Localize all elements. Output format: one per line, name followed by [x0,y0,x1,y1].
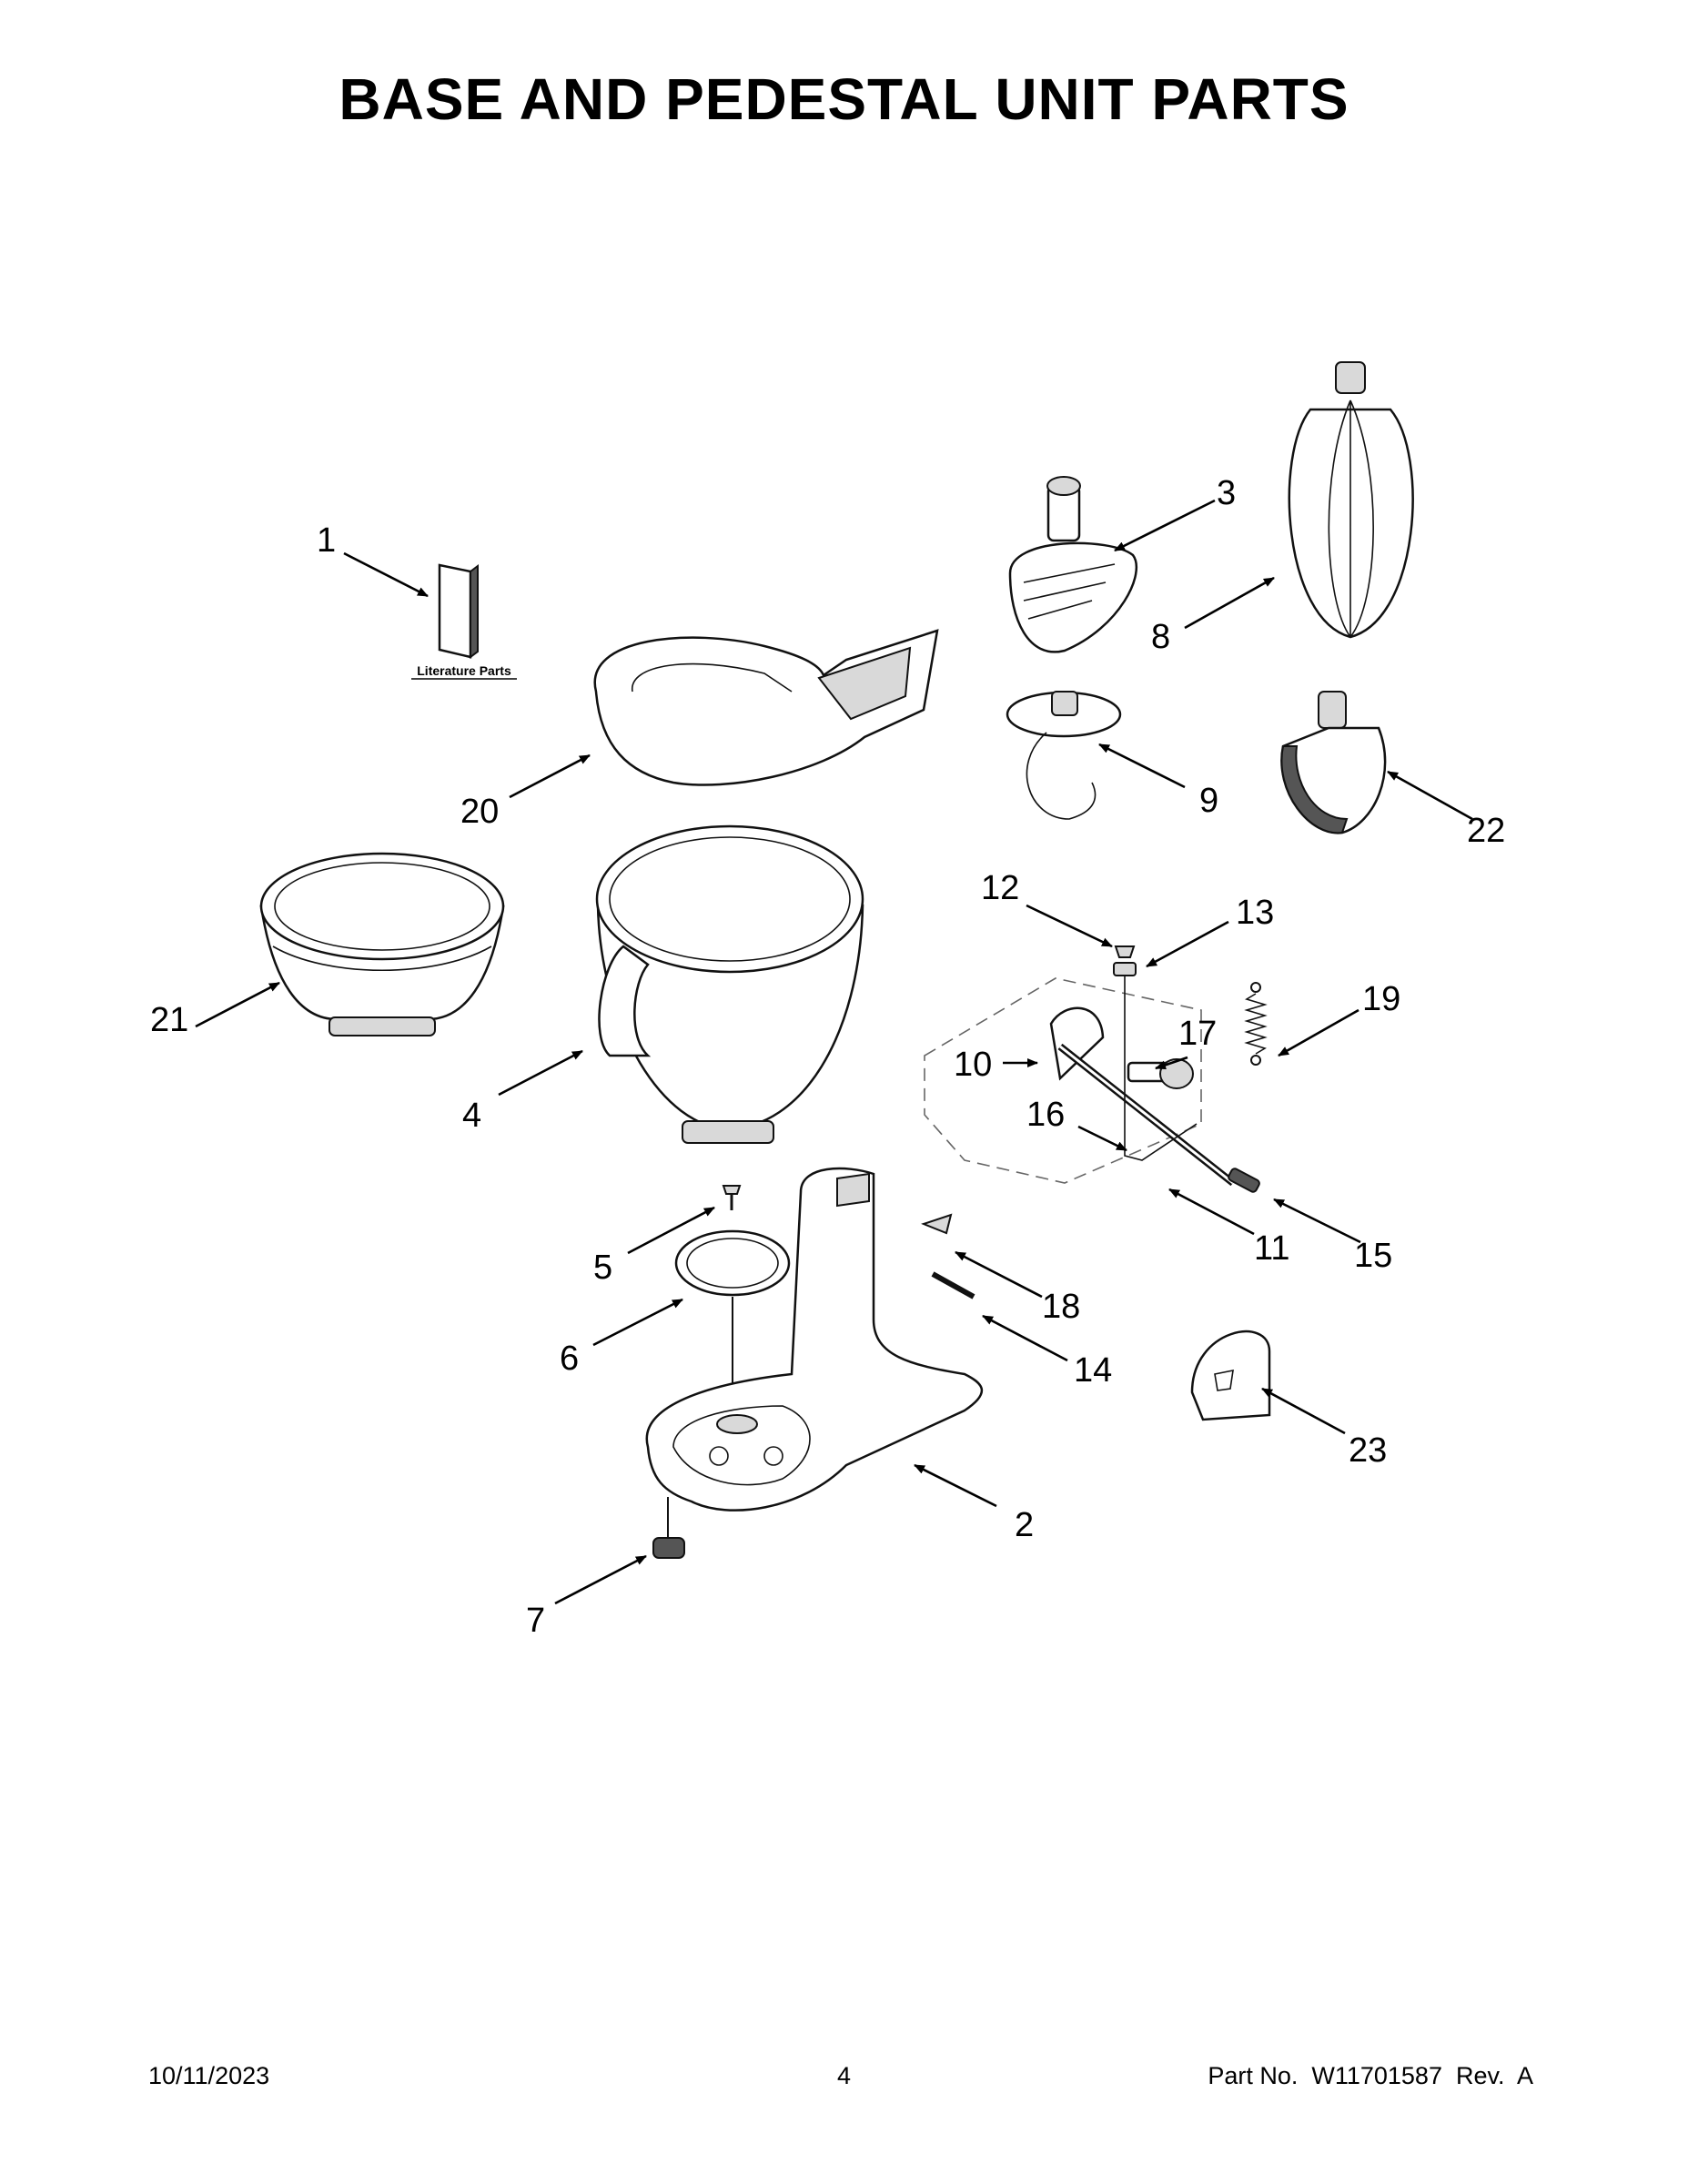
callout-numbers: 1 2 3 4 5 6 7 8 9 10 11 12 13 14 15 16 1… [150,474,1505,1640]
leader-arrows [195,499,1473,1605]
footer-date: 10/11/2023 [148,2062,270,2089]
callout-17: 17 [1178,1015,1217,1053]
mixing-bowl-part-4 [595,824,864,1144]
callout-20: 20 [460,793,499,831]
callout-2: 2 [1015,1506,1034,1544]
mixing-bowl-part-21 [259,852,505,1036]
screw-part-5 [722,1185,742,1210]
callout-13: 13 [1236,894,1274,932]
plate-part-6 [674,1229,791,1420]
wire-whip-part-8 [1288,361,1414,639]
callout-22: 22 [1467,812,1505,850]
callout-16: 16 [1026,1096,1065,1134]
page-title: BASE AND PEDESTAL UNIT PARTS [339,66,1349,132]
badge-part-23 [1190,1330,1271,1421]
callout-1: 1 [317,521,336,560]
callout-19: 19 [1362,980,1400,1018]
callout-6: 6 [560,1340,579,1378]
callout-12: 12 [981,869,1019,907]
callout-15: 15 [1354,1237,1392,1275]
foot-part-7 [652,1497,685,1559]
callout-18: 18 [1042,1288,1080,1326]
footer-part-number: Part No. W11701587 Rev. A [1208,2062,1533,2089]
callout-10: 10 [954,1046,992,1084]
pouring-shield [593,629,939,786]
dough-hook-part-9 [1006,691,1122,820]
callout-3: 3 [1217,474,1236,512]
callout-14: 14 [1074,1351,1112,1390]
callout-23: 23 [1349,1431,1387,1470]
hinge-assembly [1049,945,1260,1193]
callout-21: 21 [150,1001,188,1039]
hinge-subassembly-outline [924,977,1202,1184]
callout-11: 11 [1254,1229,1289,1268]
flex-edge-beater-part-22 [1280,691,1387,834]
callout-4: 4 [462,1097,481,1135]
callout-5: 5 [593,1249,612,1287]
literature-booklet: Literature Parts [411,563,517,680]
callout-7: 7 [526,1602,545,1640]
footer-page-number: 4 [836,2062,852,2089]
callout-8: 8 [1151,618,1170,656]
callout-9: 9 [1199,782,1218,820]
flex-beater-part-3 [1008,476,1138,653]
spring-part-19 [1244,982,1268,1066]
pedestal-base-part-2 [645,1167,984,1512]
literature-parts-label: Literature Parts [417,663,511,678]
